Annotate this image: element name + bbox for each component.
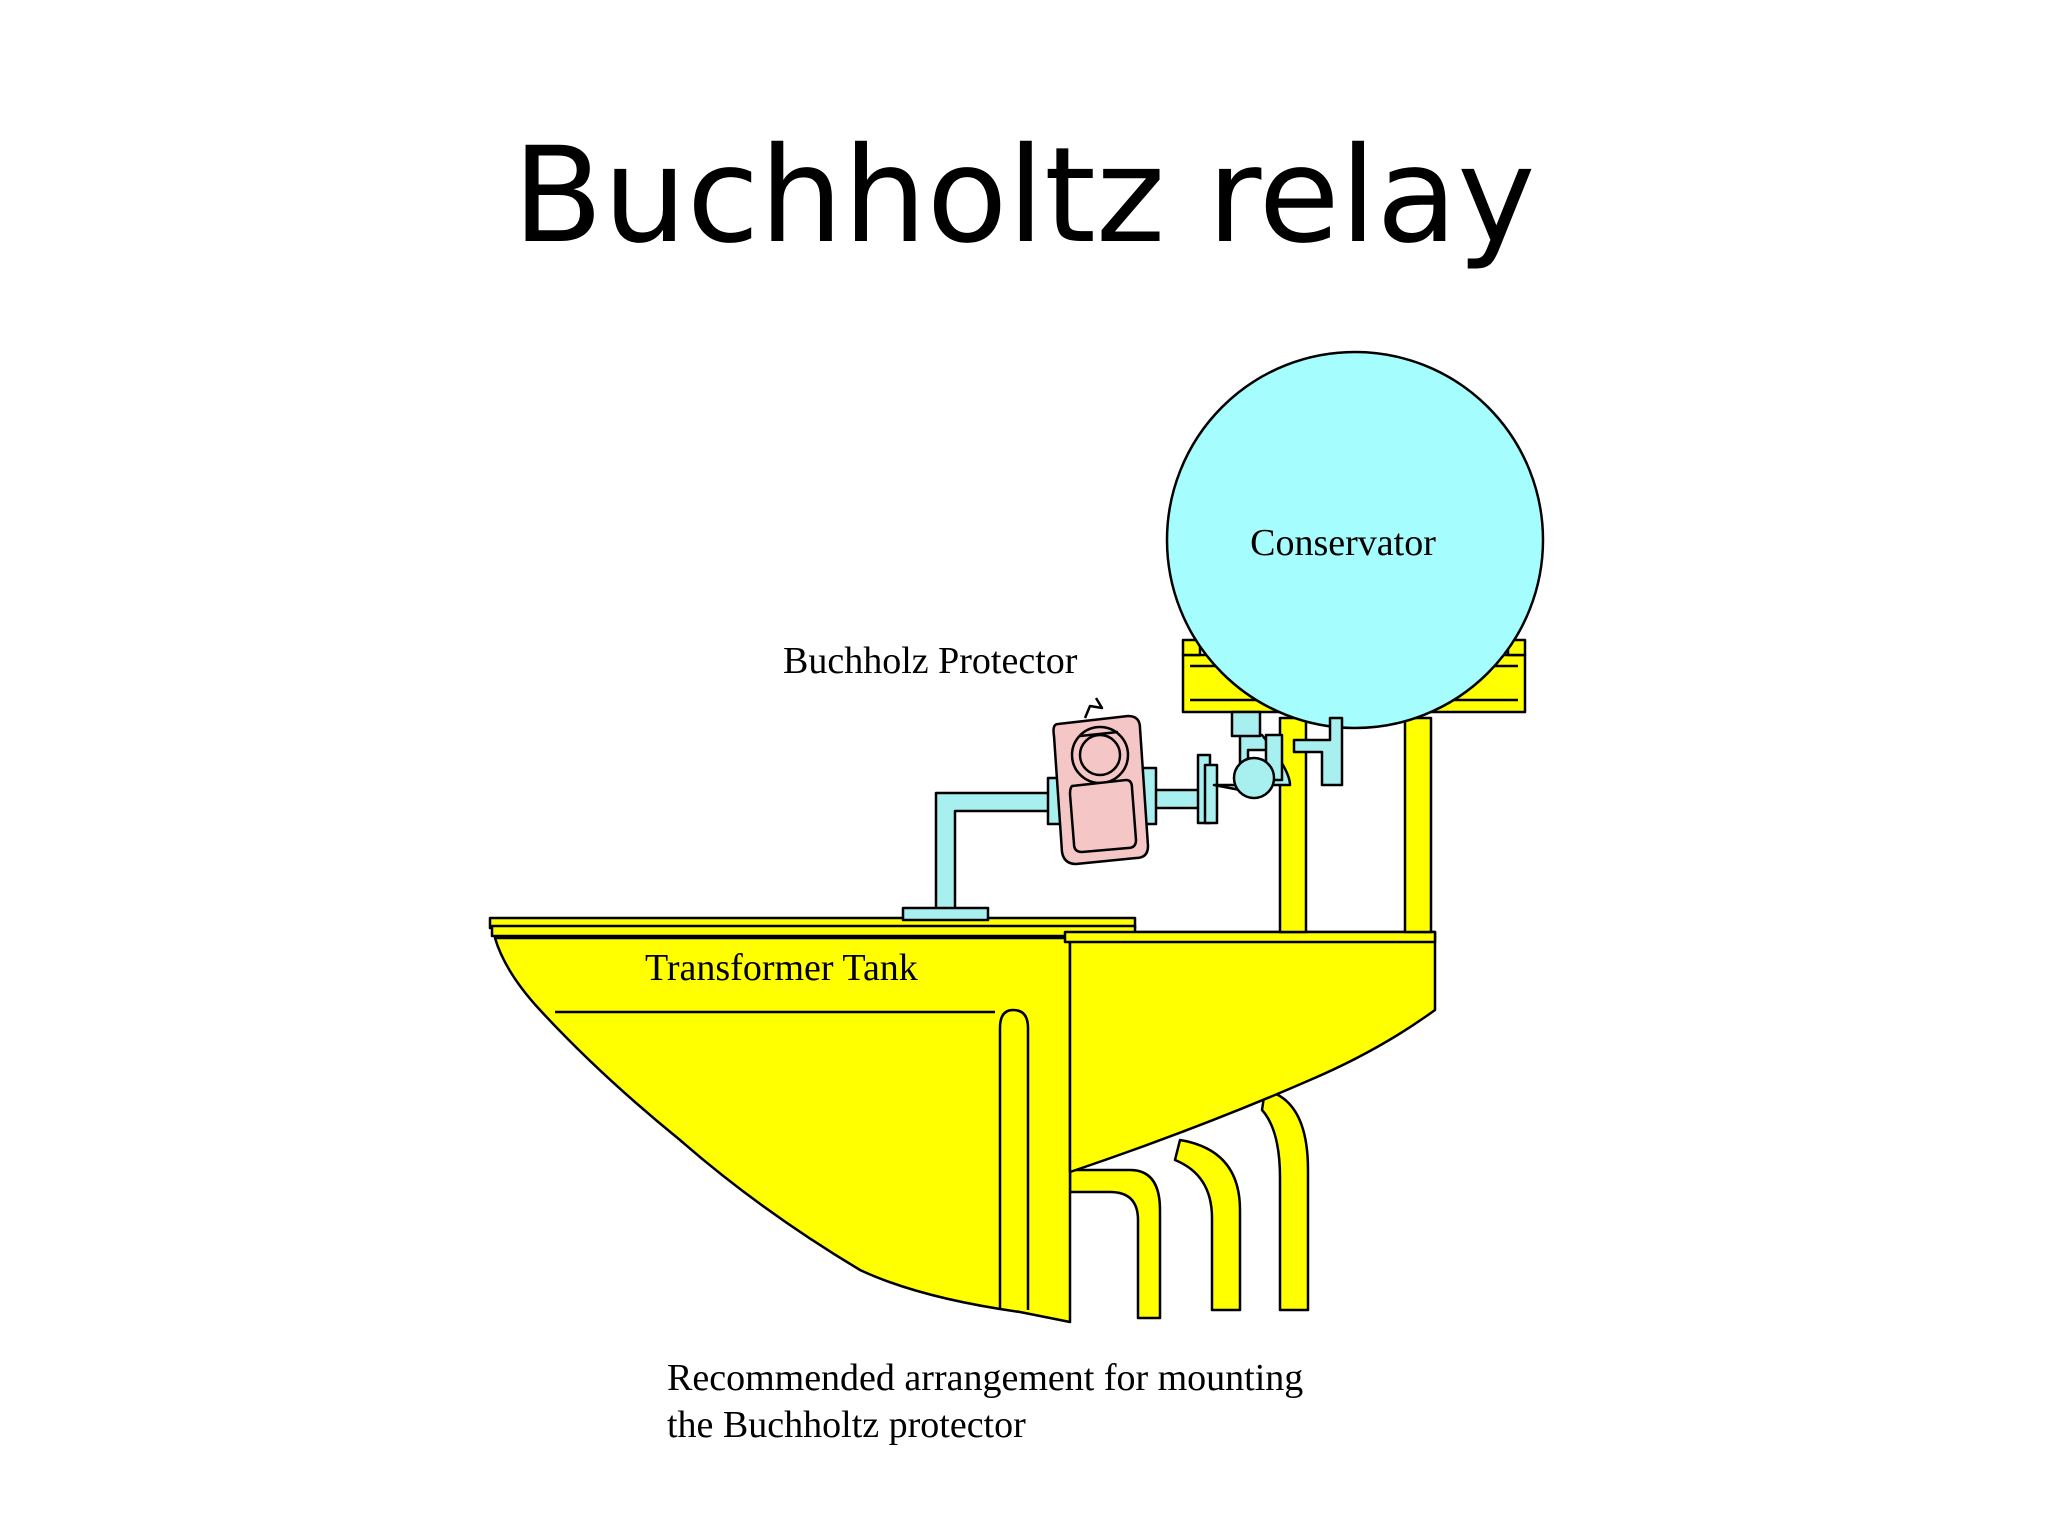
conservator-label: Conservator	[1250, 522, 1436, 564]
protector-label: Buchholz Protector	[783, 640, 1078, 682]
radiator-tubes	[1068, 1088, 1310, 1320]
transformer-tank	[488, 916, 1437, 1324]
conservator-vessel	[1165, 350, 1545, 730]
buchholz-relay	[1046, 697, 1158, 866]
oil-pipe	[901, 710, 1344, 922]
caption-line-2: the Buchholtz protector	[667, 1404, 1026, 1446]
tank-label: Transformer Tank	[645, 947, 918, 989]
slide-title: Buchholtz relay	[512, 119, 1536, 273]
caption-line-1: Recommended arrangement for mounting	[667, 1357, 1303, 1399]
